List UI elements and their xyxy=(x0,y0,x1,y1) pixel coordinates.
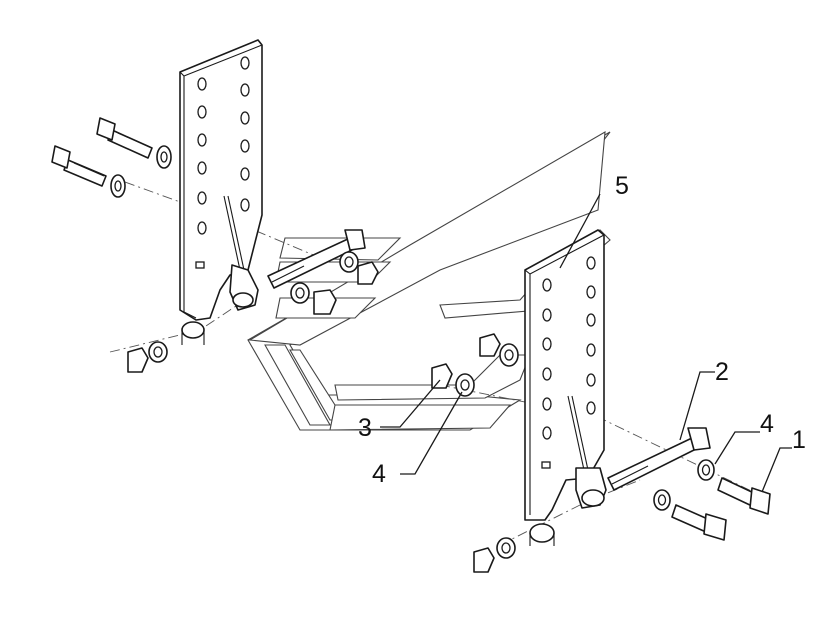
callout-2: 2 xyxy=(715,358,729,386)
center-nut-3 xyxy=(431,363,453,389)
right-bolt-lower xyxy=(671,504,727,541)
right-plate-holes xyxy=(541,256,596,469)
left-nut-mid2 xyxy=(313,289,337,315)
left-plate-holes xyxy=(195,56,250,269)
leader-lines xyxy=(380,193,792,493)
left-nut-bottom xyxy=(127,347,149,373)
left-bolt-lower xyxy=(51,145,107,187)
callout-4-right: 4 xyxy=(760,410,774,438)
callout-1: 1 xyxy=(792,426,806,454)
right-pin-bolt xyxy=(607,427,711,491)
right-bolt-1 xyxy=(717,477,771,515)
left-bolt-upper xyxy=(96,117,153,159)
right-nut-bottom xyxy=(473,547,495,573)
left-nut-mid xyxy=(357,261,379,285)
callout-4-left: 4 xyxy=(372,460,386,488)
left-mounting-plate xyxy=(179,39,263,345)
right-mounting-plate xyxy=(524,229,607,546)
left-pin-bolt xyxy=(267,229,366,289)
callout-3: 3 xyxy=(358,414,372,442)
center-nut-upper xyxy=(479,333,501,357)
callout-5: 5 xyxy=(615,172,629,200)
